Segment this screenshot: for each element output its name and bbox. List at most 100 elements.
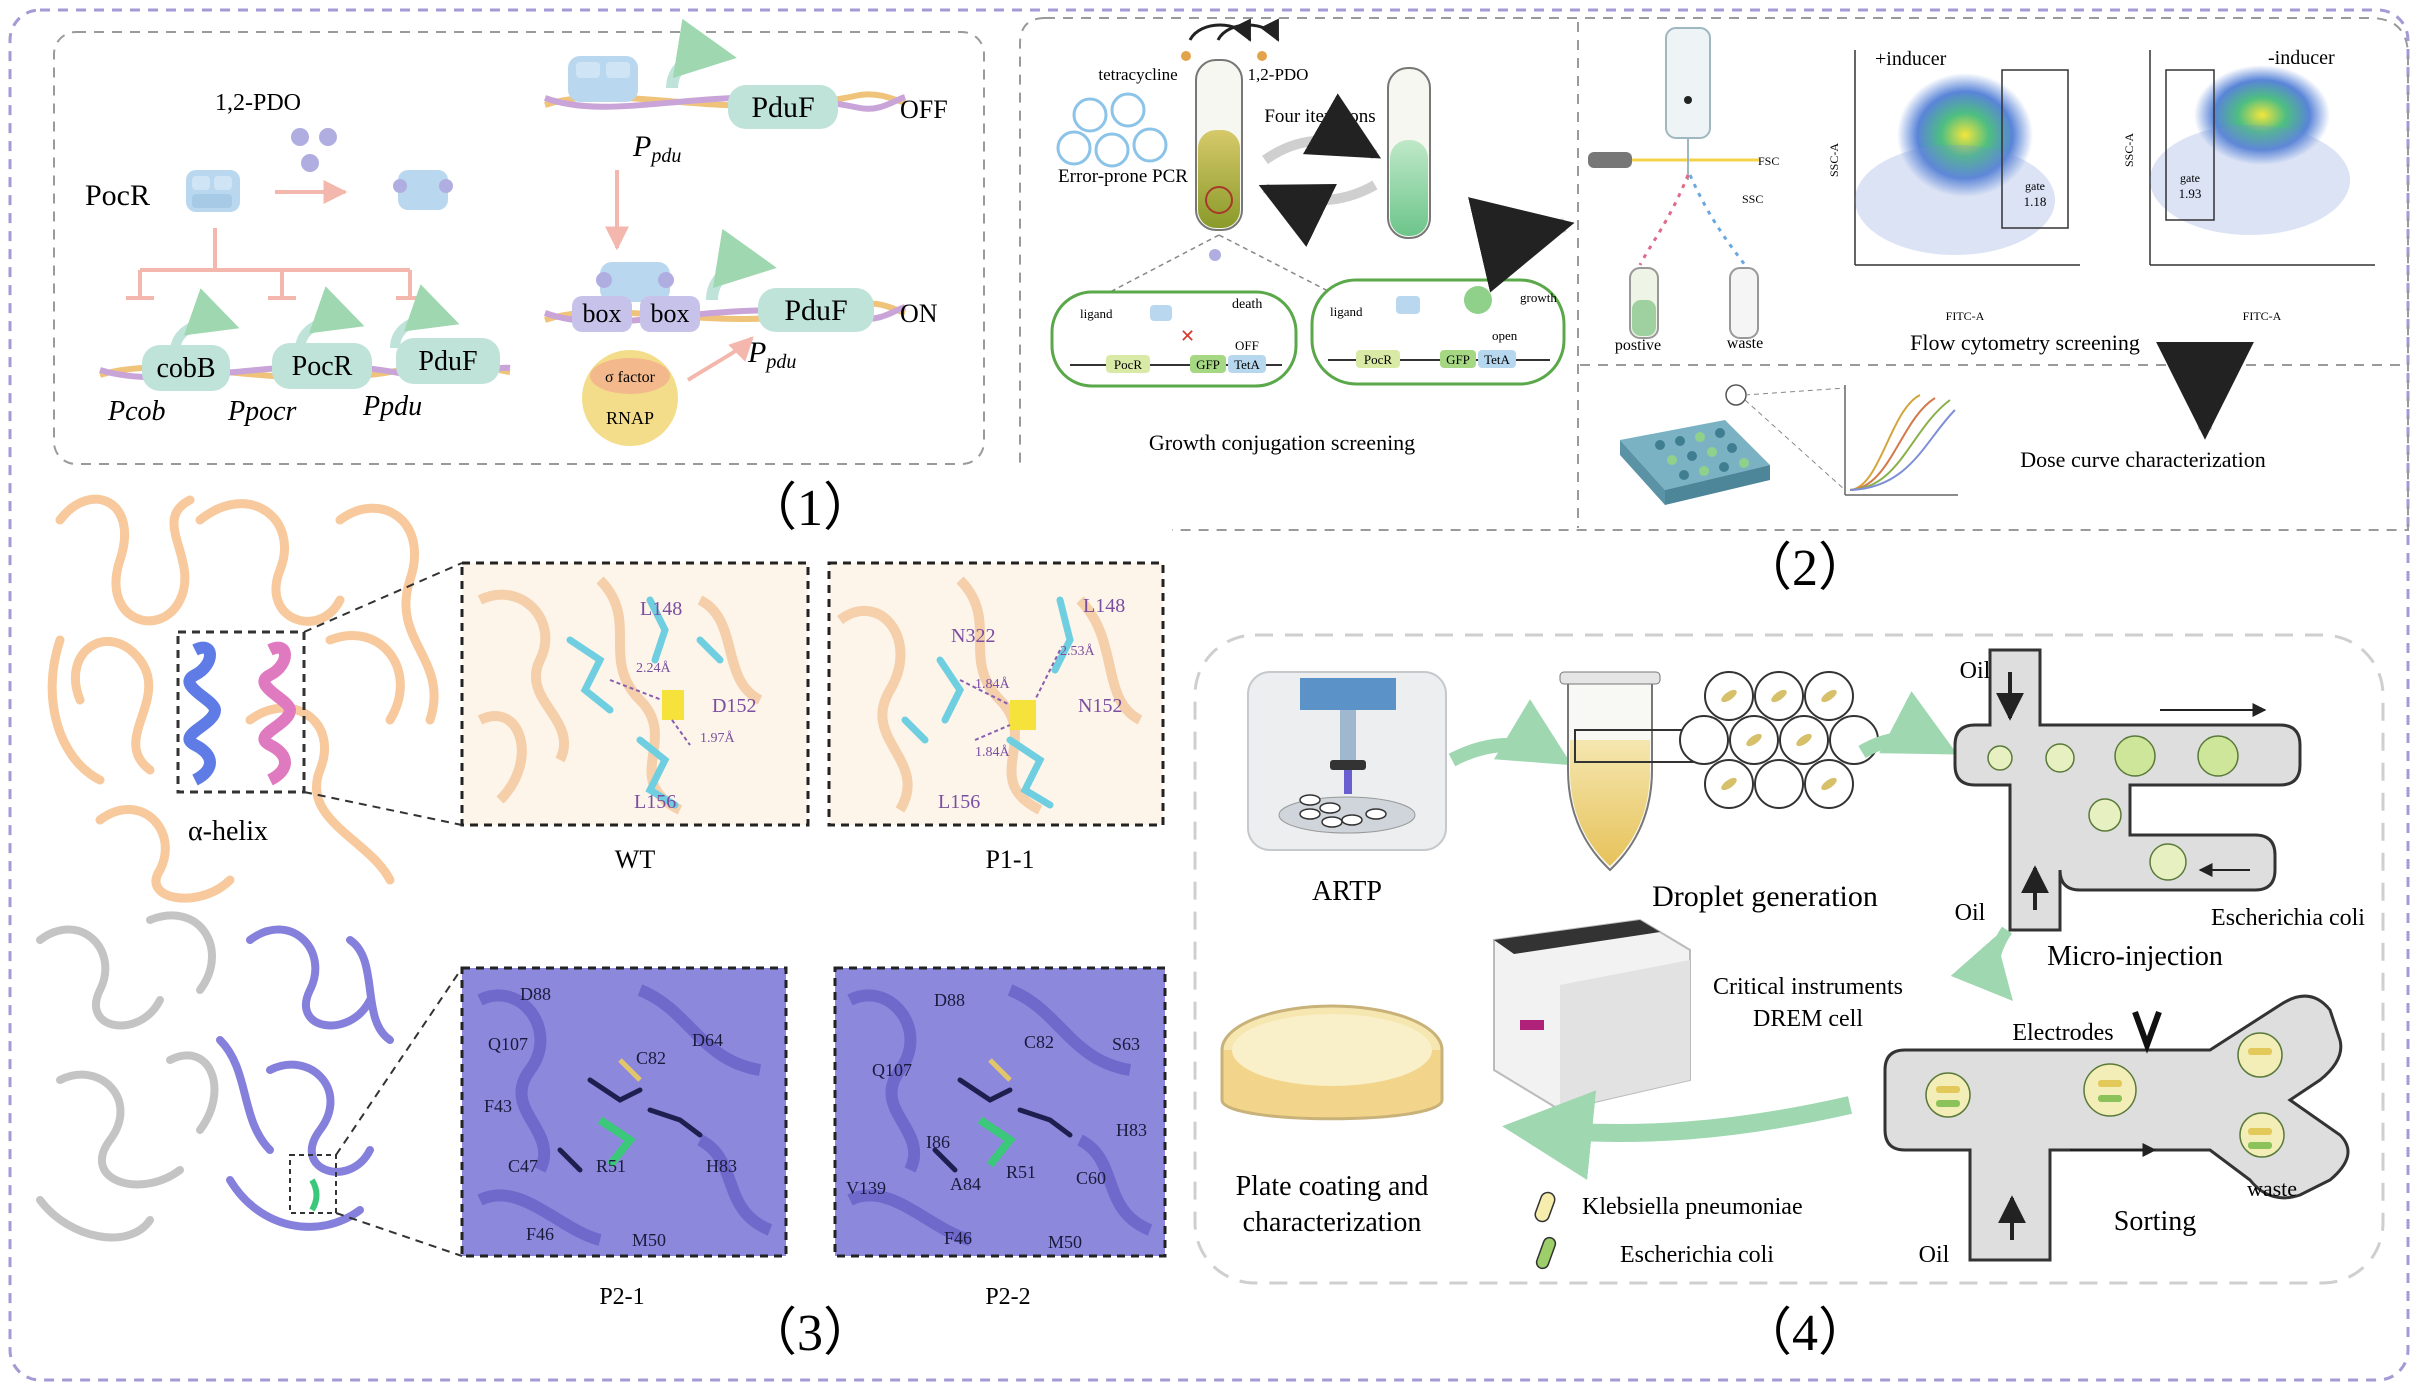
regulator-label: PocR xyxy=(85,179,150,212)
ssc-label: SSC xyxy=(1742,192,1763,206)
panel-2-frame xyxy=(1045,17,2409,531)
residue-label: L156 xyxy=(634,791,676,813)
growth-screening-label: Growth conjugation screening xyxy=(1149,430,1415,455)
petri-dish-icon xyxy=(1220,1004,1444,1121)
residue-label: M50 xyxy=(1048,1232,1082,1252)
gfp-label: GFP xyxy=(1446,352,1470,367)
gene-label: PduF xyxy=(751,91,814,124)
addition-arrow-icon xyxy=(1216,18,1280,42)
residue-label: Q107 xyxy=(872,1060,912,1080)
alpha-helix-icon xyxy=(183,641,297,786)
waste-tube-label: waste xyxy=(1727,335,1763,352)
process-arrow xyxy=(1950,926,2013,1002)
box-label: box xyxy=(651,299,690,328)
pocr-protein-icon xyxy=(186,170,240,212)
promoter-arrow-icon xyxy=(666,18,737,89)
growth-cluster-icon xyxy=(1464,286,1492,314)
residue-label: D152 xyxy=(712,695,756,717)
site-highlight-box xyxy=(289,1154,337,1214)
inset-title: P1-1 xyxy=(985,845,1034,874)
microfluidic-chip-injection xyxy=(1953,648,2302,932)
process-arrow xyxy=(1502,1090,1852,1180)
state-label: OFF xyxy=(900,95,948,124)
pocr-gene-label: PocR xyxy=(1114,357,1143,372)
error-prone-label: Error-prone PCR xyxy=(1058,166,1188,187)
oil-label: Oil xyxy=(1960,658,1991,684)
flow-plot-plus: +inducer gate 1.18 FITC-A SSC-A xyxy=(1827,48,2080,323)
fsc-label: FSC xyxy=(1758,154,1779,168)
gene-label: PduF xyxy=(418,346,477,377)
pdo-molecule xyxy=(319,128,337,146)
death-label: death xyxy=(1232,297,1262,312)
panel-2: tetracycline 1,2-PDO Error-prone PCR Fou… xyxy=(1019,17,2409,597)
panel-1: 1,2-PDO PocR xyxy=(53,18,985,537)
residue-label: H83 xyxy=(706,1156,737,1176)
residue-label: F46 xyxy=(944,1228,972,1248)
tetracycline-label: tetracycline xyxy=(1098,65,1177,84)
panel-2-label: （2） xyxy=(1740,540,1870,597)
growth-cell: ligand growth open PocR GFP TetA xyxy=(1310,278,1566,386)
residue-label: N322 xyxy=(951,625,995,647)
residue-label: A84 xyxy=(950,1174,981,1194)
residue-label: R51 xyxy=(596,1156,626,1176)
sigma-factor-icon xyxy=(590,358,670,394)
residue-label: H83 xyxy=(1116,1120,1147,1140)
on-state-diagram: box box PduF ON Ppdu σ factor RNAP xyxy=(543,228,938,446)
helix-highlight-box xyxy=(176,630,306,794)
flow-plot-minus: -inducer gate 1.93 FITC-A SSC-A xyxy=(2122,47,2375,323)
plot-title: -inducer xyxy=(2268,47,2335,69)
x-axis-label: FITC-A xyxy=(2243,309,2282,323)
sorting-label: Sorting xyxy=(2114,1206,2196,1237)
p22-inset: D88 C82 Q107 S63 I86 H83 V139 A84 R51 C6… xyxy=(833,966,1167,1258)
addition-arrow-icon xyxy=(1188,18,1252,42)
residue-label: I86 xyxy=(926,1132,950,1152)
flow-screening-label: Flow cytometry screening xyxy=(1910,330,2140,355)
inhibition-tree xyxy=(126,228,424,300)
distance-label: 1.84Å xyxy=(975,744,1011,760)
residue-label: F46 xyxy=(526,1224,554,1244)
helix-label: α-helix xyxy=(188,816,268,847)
gate-box xyxy=(2165,69,2215,221)
pocr-protein-icon xyxy=(568,56,638,102)
waste-label: waste xyxy=(2247,1176,2297,1201)
panel-4: ARTP Droplet generation xyxy=(1193,633,2385,1362)
dose-curves xyxy=(1844,385,1958,496)
distance-label: 1.97Å xyxy=(700,730,736,746)
microfluidic-chip-sorting xyxy=(1883,994,2350,1262)
sigma-label: σ factor xyxy=(605,369,656,386)
flow-transfer-arrow xyxy=(1468,197,1575,293)
plate-label: Plate coating and xyxy=(1236,1171,1429,1202)
gate-value: 1.93 xyxy=(2179,186,2202,201)
ligand-label: ligand xyxy=(1080,306,1113,321)
promoter-label: Ppdu xyxy=(632,130,681,167)
active-site-icon xyxy=(309,1178,320,1212)
panel-4-label: （4） xyxy=(1740,1305,1870,1362)
p21-inset: D88 Q107 C82 D64 F43 C47 R51 H83 F46 M50 xyxy=(460,966,788,1258)
promoter-label: Ppdu xyxy=(362,391,422,422)
artp-label: ARTP xyxy=(1312,876,1382,907)
iterations-label: Four iterations xyxy=(1264,106,1375,127)
gene-label: cobB xyxy=(156,353,215,384)
state-label: ON xyxy=(900,299,938,328)
drem-instrument-icon xyxy=(1493,918,1691,1112)
culture-tube-green xyxy=(1387,67,1431,239)
residue-label: D88 xyxy=(934,990,965,1010)
pdo-label: 1,2-PDO xyxy=(1248,65,1309,84)
promoter-arrow-icon xyxy=(390,284,460,349)
ecoli-icon xyxy=(1535,1236,1557,1270)
recruitment-arrow xyxy=(686,336,754,382)
residue-label: R51 xyxy=(1006,1162,1036,1182)
instruments-label: DREM cell xyxy=(1753,1006,1863,1032)
plasmid-icons xyxy=(1056,92,1168,168)
artp-instrument-icon xyxy=(1247,671,1447,851)
gene-box xyxy=(272,343,372,389)
oil-label: Oil xyxy=(1919,1242,1950,1268)
promoter-arrow-icon xyxy=(706,228,777,301)
distance-label: 1.84Å xyxy=(975,676,1011,692)
pdo-molecule xyxy=(301,154,319,172)
dose-label: Dose curve characterization xyxy=(2020,447,2266,472)
plate-label: characterization xyxy=(1243,1207,1422,1238)
gene-box xyxy=(142,345,230,391)
postive-label: postive xyxy=(1615,337,1661,354)
